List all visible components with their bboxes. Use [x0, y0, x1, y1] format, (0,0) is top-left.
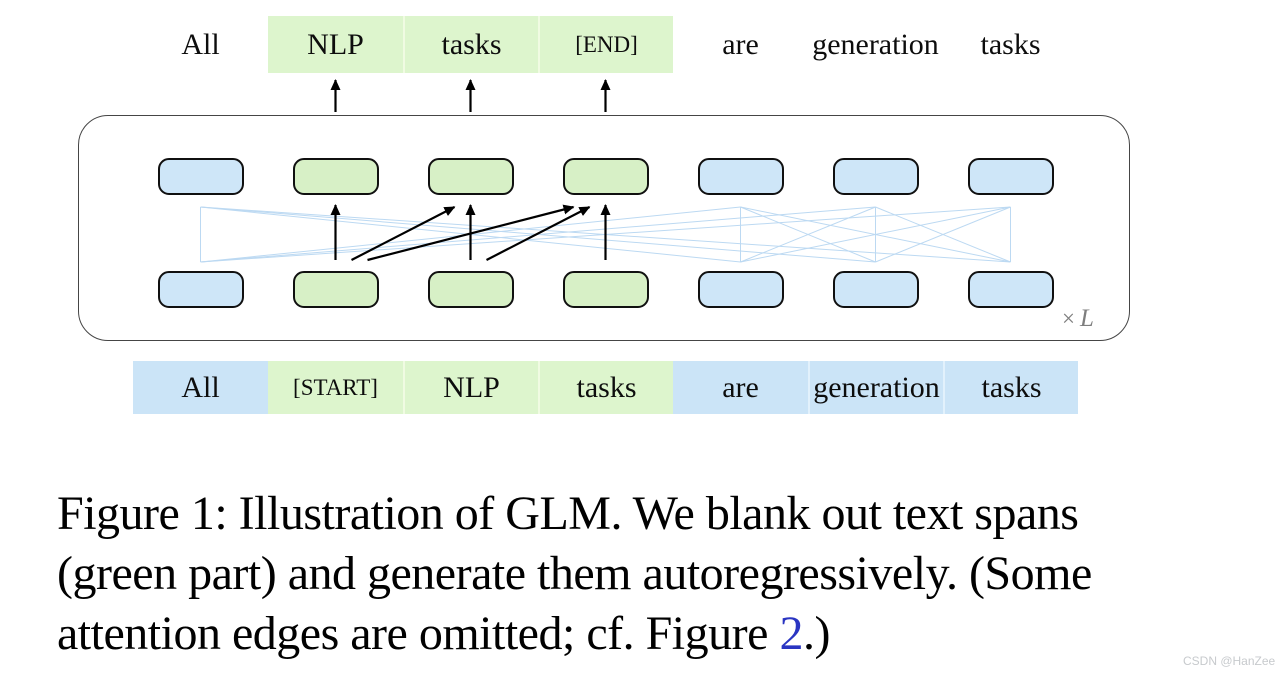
input-token-label: tasks: [981, 370, 1042, 404]
figure-2-link[interactable]: 2: [779, 607, 803, 660]
output-token-nlp: NLP: [268, 16, 403, 73]
input-token-tasks2: tasks: [943, 361, 1078, 414]
caption-line-1: Figure 1: Illustration of GLM. We blank …: [57, 487, 1079, 540]
input-token-label: All: [181, 370, 220, 404]
output-token-row: All NLP tasks [END] are generation tasks: [133, 16, 1078, 73]
input-token-all: All: [133, 361, 268, 414]
hidden-state-token: [427, 158, 514, 195]
input-token-label: are: [722, 370, 759, 404]
output-token-end: [END]: [538, 16, 673, 73]
multiply-sign: ×: [1062, 306, 1075, 331]
csdn-watermark: CSDN @HanZee: [1183, 654, 1276, 668]
output-token-label: are: [722, 27, 759, 61]
caption-line-2: (green part) and generate them autoregre…: [57, 547, 1092, 600]
hidden-state-token: [967, 158, 1054, 195]
caption-line-3-suffix: .): [802, 607, 830, 660]
output-token-all: All: [133, 16, 268, 73]
hidden-state-token: [562, 271, 649, 308]
hidden-state-token: [292, 271, 379, 308]
input-token-tasks: tasks: [538, 361, 673, 414]
output-token-label: generation: [812, 27, 939, 61]
layer-repeat-label: ×L: [1062, 305, 1132, 333]
output-token-tasks: tasks: [403, 16, 538, 73]
input-token-label: [START]: [293, 374, 378, 400]
input-token-generation: generation: [808, 361, 943, 414]
hidden-state-token: [157, 271, 244, 308]
input-token-start: [START]: [268, 361, 403, 414]
figure-caption: Figure 1: Illustration of GLM. We blank …: [57, 484, 1187, 664]
caption-line-3-text: attention edges are omitted; cf. Figure: [57, 607, 780, 660]
input-token-label: generation: [813, 370, 940, 404]
output-token-label: NLP: [307, 27, 364, 61]
output-token-generation: generation: [808, 16, 943, 73]
input-token-label: tasks: [576, 370, 637, 404]
output-token-label: tasks: [441, 27, 502, 61]
caption-line-3: attention edges are omitted; cf. Figure …: [57, 604, 1187, 664]
input-token-row: All [START] NLP tasks are generation tas…: [133, 361, 1078, 414]
output-token-are: are: [673, 16, 808, 73]
input-token-are: are: [673, 361, 808, 414]
hidden-state-token: [697, 271, 784, 308]
output-token-label: All: [181, 27, 220, 61]
output-token-label: tasks: [980, 27, 1041, 61]
output-token-label: [END]: [575, 31, 638, 57]
input-token-label: NLP: [443, 370, 500, 404]
hidden-state-token: [292, 158, 379, 195]
output-token-tasks2: tasks: [943, 16, 1078, 73]
hidden-state-token: [832, 271, 919, 308]
repeat-variable: L: [1079, 305, 1094, 332]
hidden-state-token: [967, 271, 1054, 308]
hidden-state-token: [697, 158, 784, 195]
hidden-state-token: [157, 158, 244, 195]
input-token-nlp: NLP: [403, 361, 538, 414]
hidden-state-token: [832, 158, 919, 195]
hidden-state-token: [562, 158, 649, 195]
hidden-state-token: [427, 271, 514, 308]
